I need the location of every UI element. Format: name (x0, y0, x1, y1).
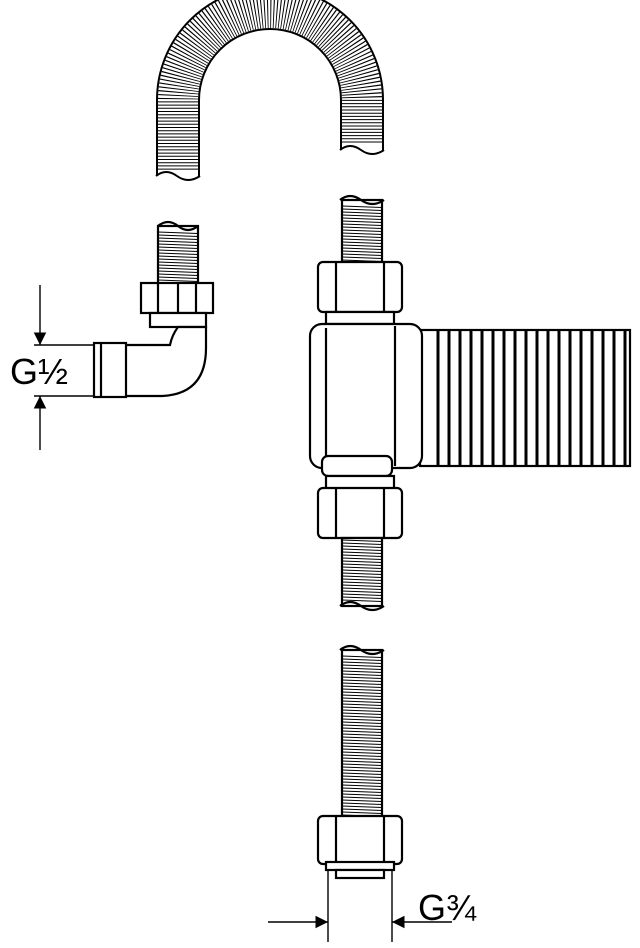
elbow-fitting (92, 220, 215, 399)
middle-pipe (339, 536, 385, 612)
half-inch-thread-label: G½ (10, 351, 68, 392)
bottom-nut (316, 814, 404, 880)
lower-nut (316, 474, 404, 540)
ribbed-hose (418, 328, 632, 468)
main-body (308, 322, 424, 478)
u-hose (155, 0, 385, 181)
dimension-three-quarter (268, 870, 452, 942)
three-quarter-thread-label: G¾ (418, 887, 477, 928)
upper-pipe (339, 194, 385, 268)
upper-nut (316, 260, 404, 326)
lower-pipe (339, 644, 385, 822)
dimension-half-inch (33, 285, 94, 450)
